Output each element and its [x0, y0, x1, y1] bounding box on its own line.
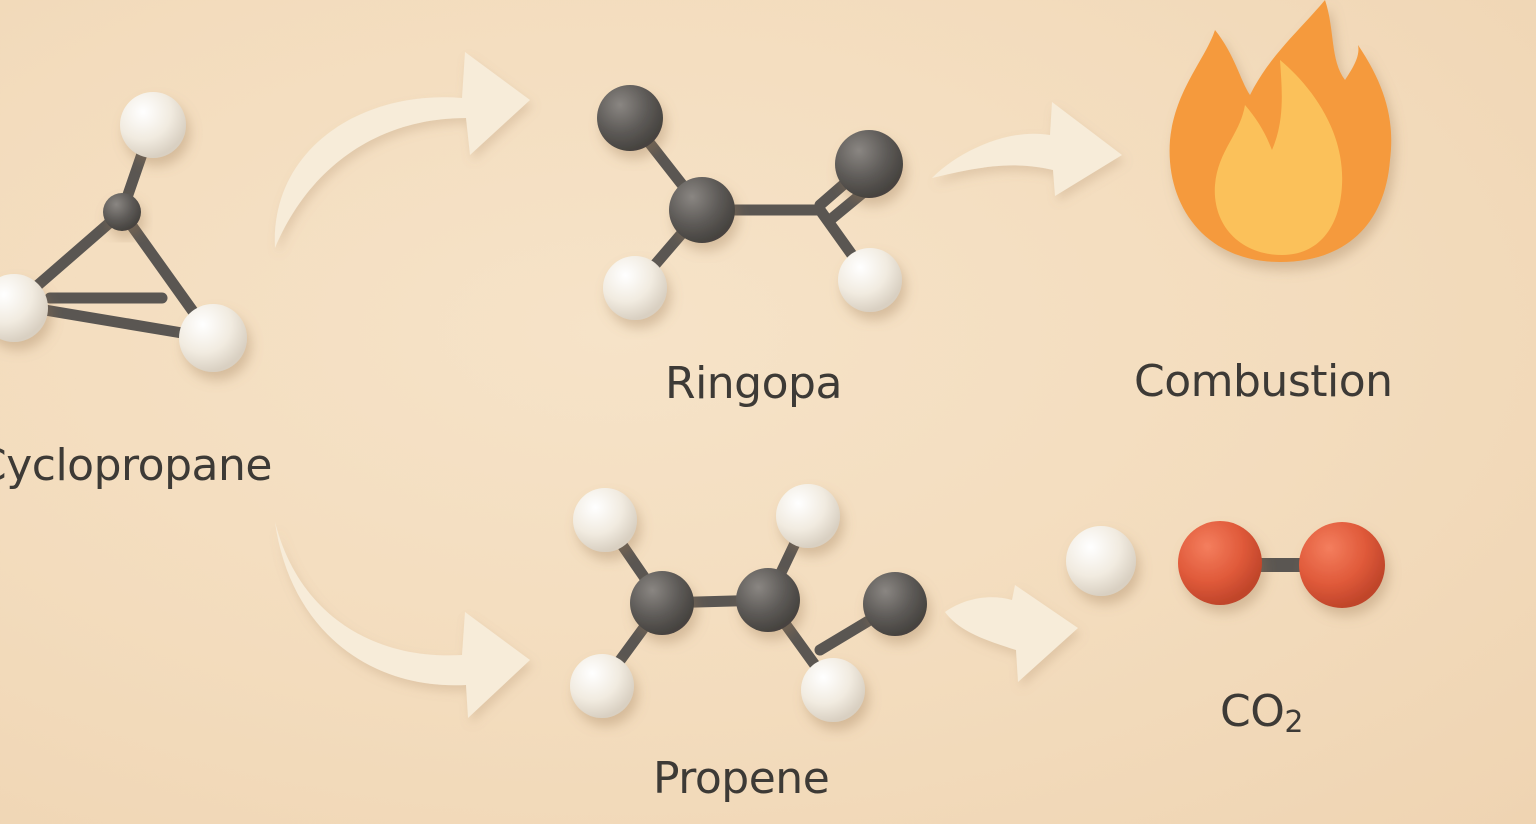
ringopa-carbon-center [669, 177, 735, 243]
ringopa-label: Ringopa [665, 358, 842, 409]
propene-label: Propene [653, 753, 830, 804]
cyclopropane-label: Cyclopropane [0, 440, 272, 491]
propene-hydrogen-bottom-left [570, 654, 634, 718]
free-hydrogen-atom [1066, 526, 1136, 596]
co2-oxygen-left [1178, 521, 1262, 605]
cyclopropane-hydrogen-left [0, 274, 48, 342]
cyclopropane-hydrogen-top [120, 92, 186, 158]
propene-hydrogen-top-left [573, 488, 637, 552]
cyclopropane-carbon [103, 193, 141, 231]
propene-hydrogen-bottom-right [801, 658, 865, 722]
propene-carbon-left [630, 571, 694, 635]
co2-oxygen-right [1299, 522, 1385, 608]
arrow-propene-to-co2 [945, 585, 1078, 682]
cyclopropane-molecule [0, 92, 247, 372]
co2-label: CO2 [1220, 690, 1303, 738]
propene-carbon-middle [736, 568, 800, 632]
ringopa-hydrogen-right [838, 248, 902, 312]
propene-carbon-right [863, 572, 927, 636]
co2-molecule [1178, 521, 1385, 608]
combustion-label: Combustion [1134, 356, 1393, 407]
flame-icon [1169, 0, 1392, 262]
ringopa-hydrogen-left [603, 256, 667, 320]
cyclopropane-hydrogen-right [179, 304, 247, 372]
ringopa-molecule [597, 85, 903, 320]
propene-molecule [570, 484, 927, 722]
ringopa-carbon-top-left [597, 85, 663, 151]
ringopa-carbon-right [835, 130, 903, 198]
arrow-cyclopropane-to-ringopa [274, 52, 530, 248]
co2-label-main: CO [1220, 686, 1285, 737]
ringopa-bonds [624, 112, 882, 294]
co2-label-subscript: 2 [1284, 705, 1303, 740]
propene-hydrogen-top-right [776, 484, 840, 548]
arrow-cyclopropane-to-propene [275, 522, 530, 718]
arrow-ringopa-to-combustion [932, 102, 1122, 196]
